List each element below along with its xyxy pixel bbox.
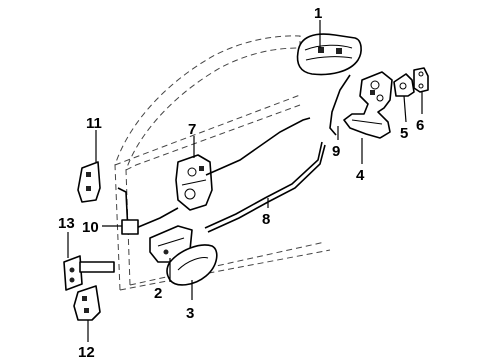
door-outline [114,35,331,291]
handle-rod [329,74,351,136]
callout-labels: 1 2 3 4 5 6 7 8 9 10 11 12 13 [58,5,424,360]
door-lock-striker [343,71,393,139]
leader-lines [67,20,423,342]
lock-rod [204,117,326,233]
callout-3: 3 [186,305,194,322]
lower-hinge [73,285,101,321]
striker-bracket [393,73,415,97]
remote-control-rod [117,187,179,235]
upper-hinge [77,161,101,203]
callout-9: 9 [332,143,340,160]
leader-5 [403,95,407,123]
callout-8: 8 [262,211,270,228]
outside-handle [296,33,362,76]
callout-4: 4 [356,167,365,184]
callout-7: 7 [188,121,196,138]
callout-10: 10 [82,219,99,236]
callout-1: 1 [314,5,322,22]
door-check [63,255,115,291]
callout-11: 11 [86,115,102,132]
callout-6: 6 [416,117,424,134]
striker-plate [413,67,429,93]
callout-5: 5 [400,125,408,142]
callout-12: 12 [78,344,95,360]
callout-2: 2 [154,285,162,302]
callout-13: 13 [58,215,75,232]
lock-actuator [175,154,213,211]
inside-handle-bezel [166,244,218,286]
